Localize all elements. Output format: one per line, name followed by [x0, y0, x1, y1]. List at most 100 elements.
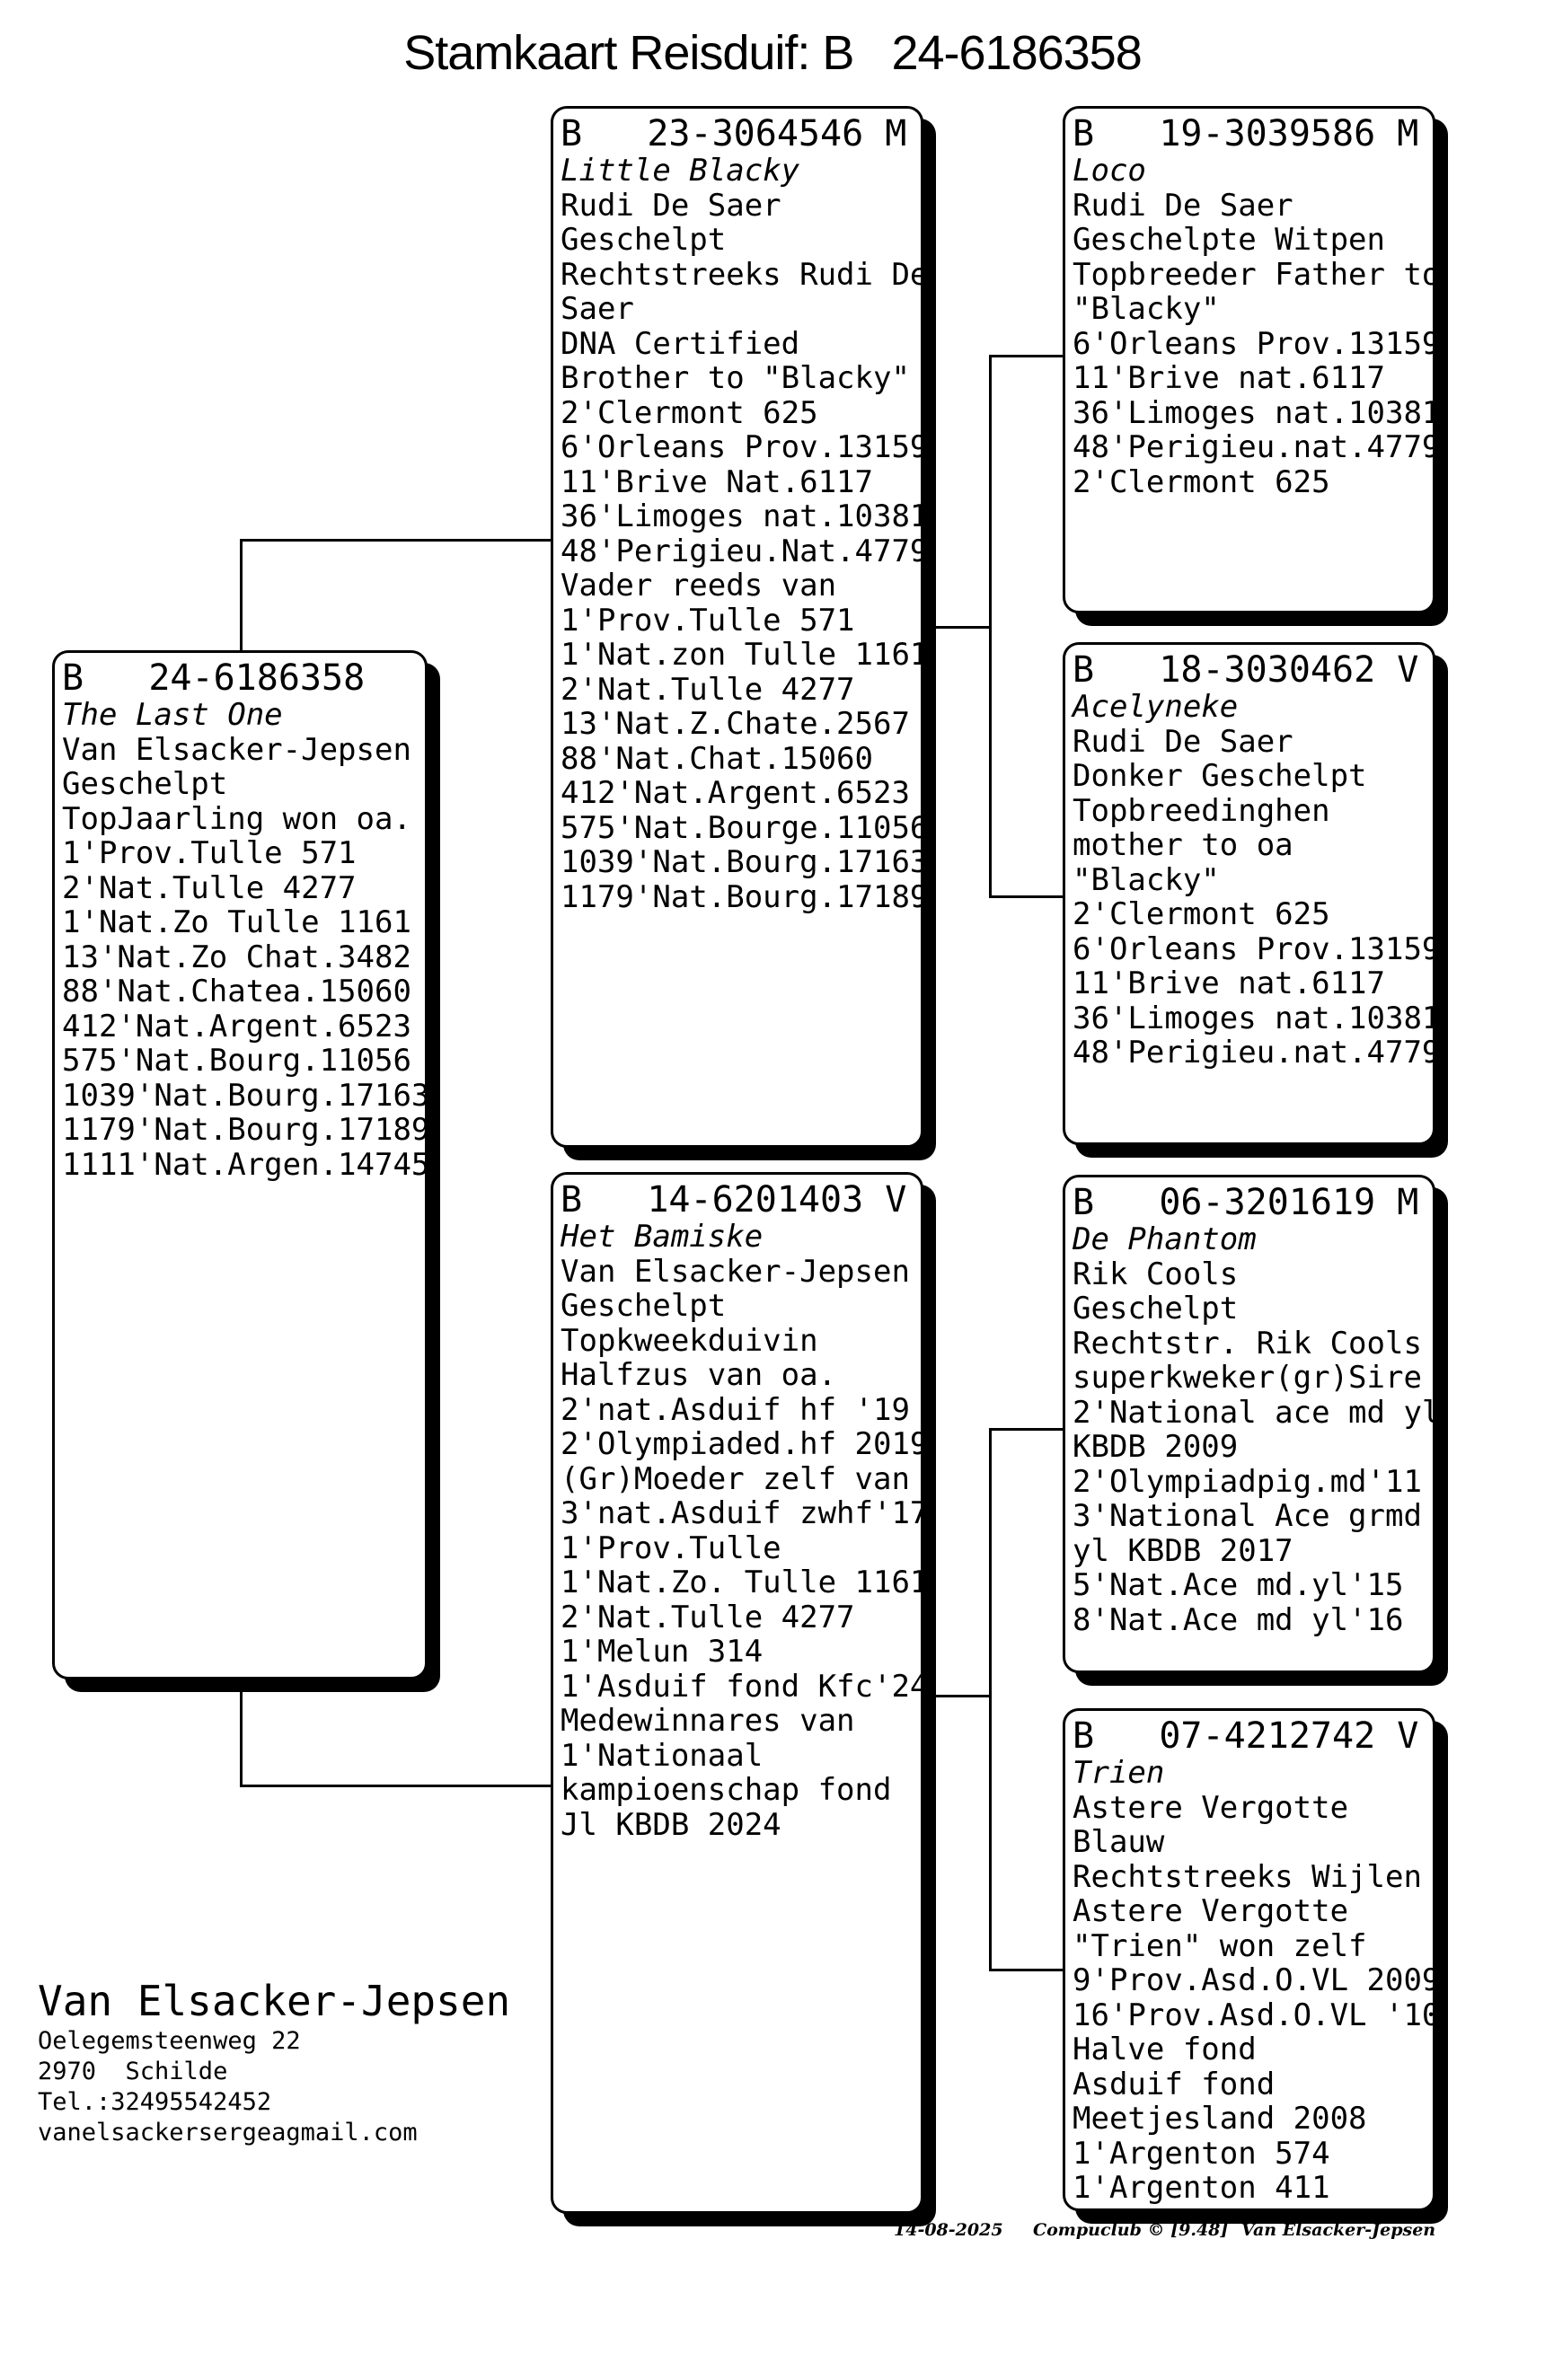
- pedigree-line: Topbreeder Father to: [1073, 256, 1435, 293]
- pedigree-line: 1'Nat.zon Tulle 1161: [561, 637, 923, 673]
- pedigree-line: TopJaarling won oa.: [62, 800, 411, 837]
- connector-father-ff: [989, 355, 1063, 357]
- pedigree-line: "Blacky": [1073, 291, 1220, 327]
- pedigree-line: 11'Brive nat.6117: [1073, 965, 1385, 1001]
- pedigree-line: Halfzus van oa.: [561, 1357, 837, 1393]
- pedigree-line: 1'Nat.Zo Tulle 1161: [62, 904, 411, 940]
- pedigree-line: Saer: [561, 291, 634, 327]
- connector-mother-mm: [989, 1969, 1063, 1971]
- pedigree-line: 6'Orleans Prov.13159: [561, 429, 923, 465]
- connector-father-stub: [923, 626, 992, 629]
- ring-number: B 06-3201619 M: [1073, 1182, 1419, 1223]
- pedigree-line: 2'Clermont 625: [1073, 896, 1330, 932]
- footer-breeder: Van Elsacker-Jepsen: [1241, 2220, 1436, 2240]
- pedigree-line: 2'Clermont 625: [561, 394, 818, 431]
- pedigree-line: 1039'Nat.Bourg.17163: [62, 1077, 428, 1114]
- pedigree-line: 575'Nat.Bourg.11056: [62, 1043, 411, 1079]
- pigeon-name: Loco: [1073, 153, 1146, 189]
- pigeon-name: Het Bamiske: [561, 1219, 764, 1255]
- pedigree-line: Vader reeds van: [561, 568, 837, 604]
- pedigree-line: 88'Nat.Chatea.15060: [62, 974, 411, 1009]
- pedigree-line: Rudi De Saer: [1073, 723, 1293, 760]
- pedigree-line: 3'nat.Asduif zwhf'17: [561, 1495, 923, 1531]
- pedigree-line: "Blacky": [1073, 861, 1220, 898]
- pedigree-line: 1039'Nat.Bourg.17163: [561, 844, 923, 880]
- pedigree-line: KBDB 2009: [1073, 1429, 1239, 1465]
- connector-mother-mf: [989, 1428, 1063, 1431]
- pedigree-line: Rechtstr. Rik Cools: [1073, 1325, 1422, 1362]
- pedigree-line: 1179'Nat.Bourg.17189: [62, 1112, 428, 1148]
- pedigree-line: Van Elsacker-Jepsen: [561, 1253, 910, 1290]
- connector-mother-stub: [923, 1695, 992, 1697]
- ring-number: B 14-6201403 V: [561, 1179, 907, 1221]
- pedigree-line: Geschelpt: [561, 222, 727, 258]
- connector-subject-father-v: [240, 539, 243, 650]
- pedigree-line: 5'Nat.Ace md.yl'15: [1073, 1567, 1404, 1603]
- pedigree-line: 1'Prov.Tulle: [561, 1529, 781, 1566]
- pedigree-line: 2'Olympiaded.hf 2019: [561, 1426, 923, 1462]
- pedigree-line: 1'Nat.Zo. Tulle 1161: [561, 1565, 923, 1600]
- footer-software: Compuclub © [9.48]: [1033, 2220, 1229, 2240]
- pedigree-line: 1'Prov.Tulle 571: [561, 602, 855, 639]
- owner-phone: Tel.:32495542452: [38, 2088, 272, 2116]
- pedigree-line: 2'Nat.Tulle 4277: [561, 671, 855, 708]
- pedigree-line: 2'Nat.Tulle 4277: [62, 869, 357, 906]
- pedigree-line: 3'National Ace grmd: [1073, 1498, 1422, 1534]
- pedigree-line: 1'Melun 314: [561, 1634, 764, 1670]
- pigeon-name: Trien: [1073, 1755, 1165, 1791]
- pedigree-line: 1'Nationaal: [561, 1737, 764, 1774]
- ring-number: B 18-3030462 V: [1073, 649, 1419, 691]
- pedigree-line: Geschelpt: [62, 766, 228, 802]
- footer-date: 14-08-2025: [894, 2220, 1003, 2240]
- pedigree-line: Donker Geschelpt: [1073, 758, 1367, 794]
- pedigree-line: Jl KBDB 2024: [561, 1806, 781, 1843]
- title-text: Stamkaart Reisduif: B 24-6186358: [403, 26, 1142, 80]
- pedigree-line: Medewinnares van: [561, 1703, 855, 1739]
- connector-subject-mother-h: [240, 1785, 551, 1787]
- pedigree-line: 2'Nat.Tulle 4277: [561, 1599, 855, 1635]
- pedigree-line: 412'Nat.Argent.6523: [62, 1008, 411, 1045]
- pedigree-line: DNA Certified: [561, 325, 800, 362]
- pedigree-line: Asduif fond: [1073, 2066, 1276, 2102]
- pedigree-line: 9'Prov.Asd.O.VL 2009: [1073, 1962, 1435, 1998]
- pedigree-line: 1'Asduif fond Kfc'24: [561, 1668, 923, 1705]
- pedigree-line: mother to oa: [1073, 827, 1293, 863]
- pedigree-line: Geschelpt: [561, 1288, 727, 1324]
- pedigree-line: 11'Brive Nat.6117: [561, 463, 873, 500]
- pigeon-name: Acelyneke: [1073, 689, 1239, 725]
- pedigree-line: 2'National ace md yl: [1073, 1394, 1435, 1431]
- pedigree-line: Halve fond: [1073, 2032, 1257, 2067]
- pedigree-line: 36'Limoges nat.10381: [1073, 394, 1435, 431]
- pedigree-line: Geschelpt: [1073, 1291, 1239, 1327]
- connector-subject-mother-v: [240, 1679, 243, 1787]
- pedigree-line: Astere Vergotte: [1073, 1893, 1349, 1929]
- pedigree-line: 1179'Nat.Bourg.17189: [561, 878, 923, 915]
- ring-number: B 07-4212742 V: [1073, 1715, 1419, 1757]
- pedigree-line: 13'Nat.Z.Chate.2567: [561, 706, 910, 742]
- ring-number: B 23-3064546 M: [561, 113, 907, 154]
- pedigree-line: 6'Orleans Prov.13159: [1073, 325, 1435, 362]
- pedigree-line: (Gr)Moeder zelf van: [561, 1460, 910, 1497]
- pedigree-line: 575'Nat.Bourge.11056: [561, 809, 923, 846]
- pedigree-line: 2'Clermont 625: [1073, 463, 1330, 500]
- pedigree-line: Blauw: [1073, 1824, 1165, 1860]
- connector-father-v: [989, 355, 992, 898]
- page-title: Stamkaart Reisduif: B 24-6186358: [0, 25, 1545, 81]
- pedigree-line: 2'nat.Asduif hf '19: [561, 1391, 910, 1428]
- pedigree-line: 8'Nat.Ace md yl'16: [1073, 1601, 1404, 1638]
- pedigree-line: Rechtstreeks Wijlen: [1073, 1858, 1422, 1895]
- pedigree-line: Topkweekduivin: [561, 1322, 818, 1359]
- pedigree-line: 16'Prov.Asd.O.VL '10: [1073, 1997, 1435, 2033]
- ring-number: B 24-6186358: [62, 657, 366, 699]
- pigeon-name: The Last One: [62, 697, 283, 733]
- ring-number: B 19-3039586 M: [1073, 113, 1419, 154]
- owner-address: Van Elsacker-Jepsen Oelegemsteenweg 22 2…: [38, 1976, 510, 2148]
- pedigree-line: Rudi De Saer: [561, 187, 781, 224]
- pedigree-line: 36'Limoges nat.10381: [561, 498, 923, 534]
- pedigree-line: Van Elsacker-Jepsen: [62, 731, 411, 768]
